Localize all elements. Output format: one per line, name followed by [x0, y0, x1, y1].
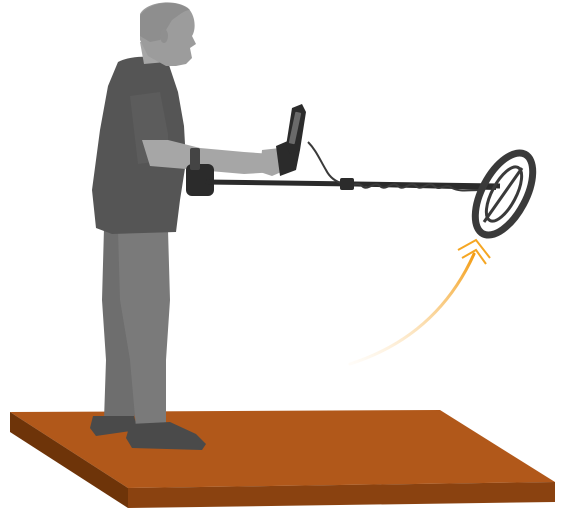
arm-strap	[190, 148, 200, 170]
signal-arc	[350, 254, 474, 364]
ear	[160, 29, 168, 43]
shaft-clamp	[340, 178, 354, 190]
metal-detector	[186, 104, 545, 244]
person	[90, 2, 288, 450]
search-coil	[463, 144, 544, 244]
signal-indicator	[350, 240, 490, 364]
